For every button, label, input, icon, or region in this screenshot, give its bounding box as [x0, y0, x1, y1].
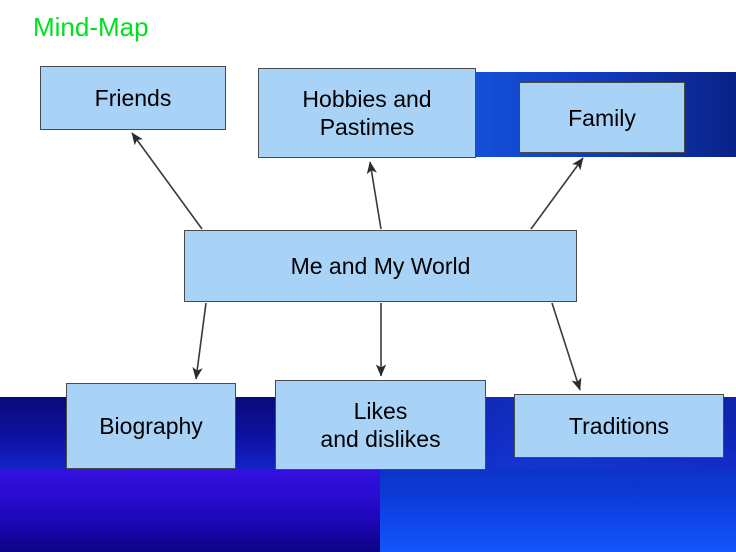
mindmap-node-traditions[interactable]: Traditions: [514, 394, 724, 458]
connector-center-to-friends: [131, 132, 203, 230]
connector-center-to-family: [530, 157, 584, 230]
page-title: Mind-Map: [33, 12, 149, 42]
connector-center-to-hobbies: [366, 161, 382, 230]
mindmap-node-center[interactable]: Me and My World: [184, 230, 577, 302]
mindmap-node-biography[interactable]: Biography: [66, 383, 236, 469]
connector-center-to-traditions: [551, 302, 582, 391]
mindmap-node-family[interactable]: Family: [519, 82, 685, 153]
mindmap-node-likes[interactable]: Likes and dislikes: [275, 380, 486, 470]
mindmap-node-friends[interactable]: Friends: [40, 66, 226, 130]
connector-center-to-biography: [192, 302, 207, 380]
mindmap-node-hobbies[interactable]: Hobbies and Pastimes: [258, 68, 476, 158]
